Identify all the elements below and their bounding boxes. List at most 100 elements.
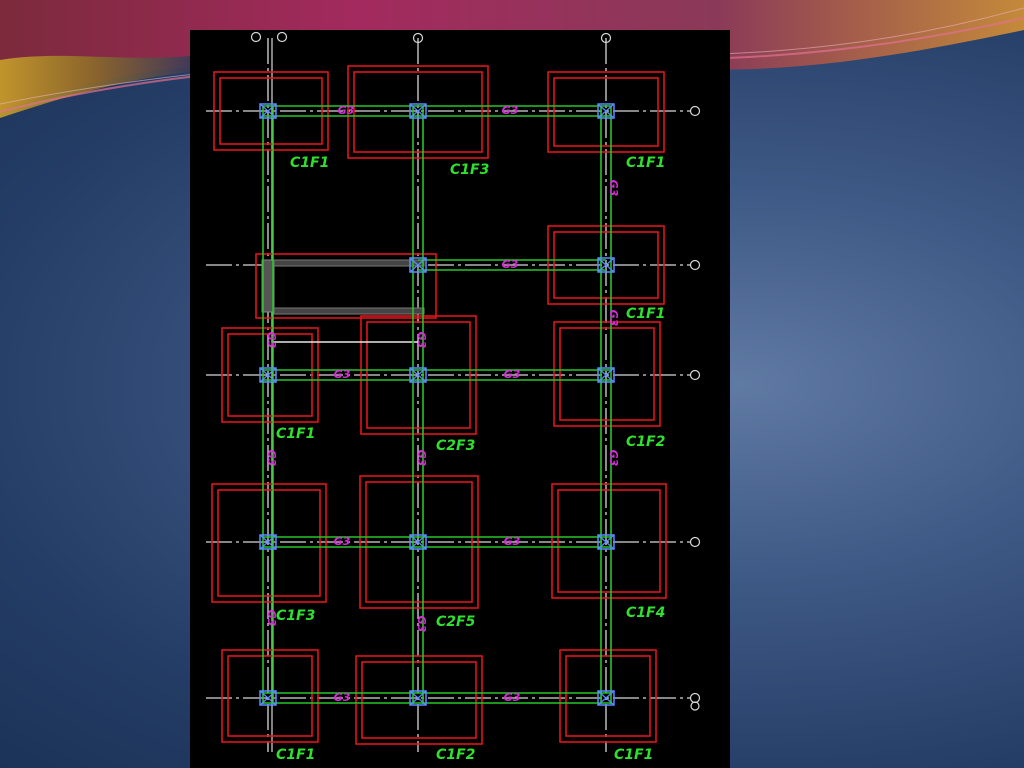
column-cross-icon <box>409 257 427 273</box>
footing-outer <box>221 649 319 743</box>
axis-bubble-icon <box>250 31 262 43</box>
column-cross-icon <box>409 367 427 383</box>
footing-label: C1F2 <box>626 434 665 450</box>
axis-bubble-icon <box>690 701 700 711</box>
beam-tag: G3 <box>504 535 521 548</box>
column-cross-icon <box>259 367 277 383</box>
axis-bubble-icon <box>412 32 424 44</box>
column-cross-icon <box>409 534 427 550</box>
beam-tag: G3 <box>334 691 351 704</box>
beam-tag: G3 <box>607 310 620 327</box>
footing-outer <box>213 71 329 151</box>
axis-bubble-icon <box>689 536 701 548</box>
footing-inner <box>553 231 659 299</box>
footing-inner <box>353 71 483 153</box>
beam-tag: G3 <box>502 258 519 271</box>
column-cross-icon <box>259 690 277 706</box>
column-cross-icon <box>597 690 615 706</box>
column-cross-icon <box>409 534 427 550</box>
beam-tag: G3 <box>334 368 351 381</box>
footing-label: C1F1 <box>626 306 665 322</box>
footing-label: C1F4 <box>626 605 665 621</box>
footing-inner <box>361 661 477 739</box>
column-cross-icon <box>597 690 615 706</box>
core-wall <box>261 259 275 313</box>
footing-label: C1F1 <box>276 747 315 763</box>
axis-bubble-icon <box>689 259 701 271</box>
beam-tag: G3 <box>265 332 278 349</box>
footing-outer <box>553 321 661 427</box>
footing-label: C1F1 <box>290 155 329 171</box>
column-cross-icon <box>409 690 427 706</box>
beam-tag: G3 <box>334 535 351 548</box>
column-cross-icon <box>259 690 277 706</box>
column-cross-icon <box>597 103 615 119</box>
beams <box>262 105 612 704</box>
footing-outer <box>347 65 489 159</box>
beam-tag: G3 <box>607 450 620 467</box>
footing-outer <box>359 475 479 609</box>
beam-tag: G3 <box>504 691 521 704</box>
column-cross-icon <box>409 103 427 119</box>
footing-inner <box>559 327 655 421</box>
column-cross-icon <box>597 534 615 550</box>
core-footing-outer <box>255 253 437 319</box>
footing-outer <box>551 483 667 599</box>
column-cross-icon <box>409 103 427 119</box>
column-cross-icon <box>259 534 277 550</box>
axis-bubble-icon <box>689 105 701 117</box>
beam-tag: G3 <box>504 368 521 381</box>
column-cross-icon <box>409 367 427 383</box>
footings <box>211 65 667 745</box>
axis-bubble-icon <box>689 369 701 381</box>
footing-inner <box>553 77 659 147</box>
beam-tag: G3 <box>415 450 428 467</box>
axis-bubble-icon <box>600 32 612 44</box>
column-cross-icon <box>597 257 615 273</box>
axis-bubble-icon <box>689 692 701 704</box>
footing-inner <box>365 481 473 603</box>
footing-outer <box>211 483 327 603</box>
core-wall <box>273 307 425 315</box>
column-cross-icon <box>259 103 277 119</box>
column-cross-icon <box>597 534 615 550</box>
footing-inner <box>565 655 651 737</box>
column-cross-icon <box>259 103 277 119</box>
footing-inner <box>217 489 321 597</box>
footing-inner <box>219 77 323 145</box>
beam-tag: G3 <box>607 180 620 197</box>
footing-label: C1F1 <box>276 426 315 442</box>
axis-lines <box>206 31 701 752</box>
column-cross-icon <box>597 367 615 383</box>
column-cross-icon <box>597 257 615 273</box>
beam-tag: G3 <box>415 332 428 349</box>
beam-tag: G3 <box>502 104 519 117</box>
column-cross-icon <box>597 103 615 119</box>
footing-label: C1F1 <box>614 747 653 763</box>
footing-label: C1F2 <box>436 747 475 763</box>
footing-label: C1F1 <box>626 155 665 171</box>
footing-inner <box>366 321 471 429</box>
footing-label: C1F3 <box>450 162 489 178</box>
column-cross-icon <box>259 367 277 383</box>
footing-outer <box>559 649 657 743</box>
footing-inner <box>557 489 661 593</box>
footing-outer <box>547 71 665 153</box>
column-cross-icon <box>409 257 427 273</box>
footing-outer <box>355 655 483 745</box>
beam-tag: G3 <box>338 104 355 117</box>
column-cross-icon <box>597 367 615 383</box>
footing-inner <box>227 333 313 417</box>
beam-tag: G3 <box>265 450 278 467</box>
footing-inner <box>227 655 313 737</box>
footing-outer <box>360 315 477 435</box>
column-cross-icon <box>259 534 277 550</box>
footing-label: C2F3 <box>436 438 475 454</box>
columns <box>259 103 615 706</box>
footing-outer <box>547 225 665 305</box>
footing-label: C1F3 <box>276 608 315 624</box>
beam-tag: G3 <box>415 616 428 633</box>
